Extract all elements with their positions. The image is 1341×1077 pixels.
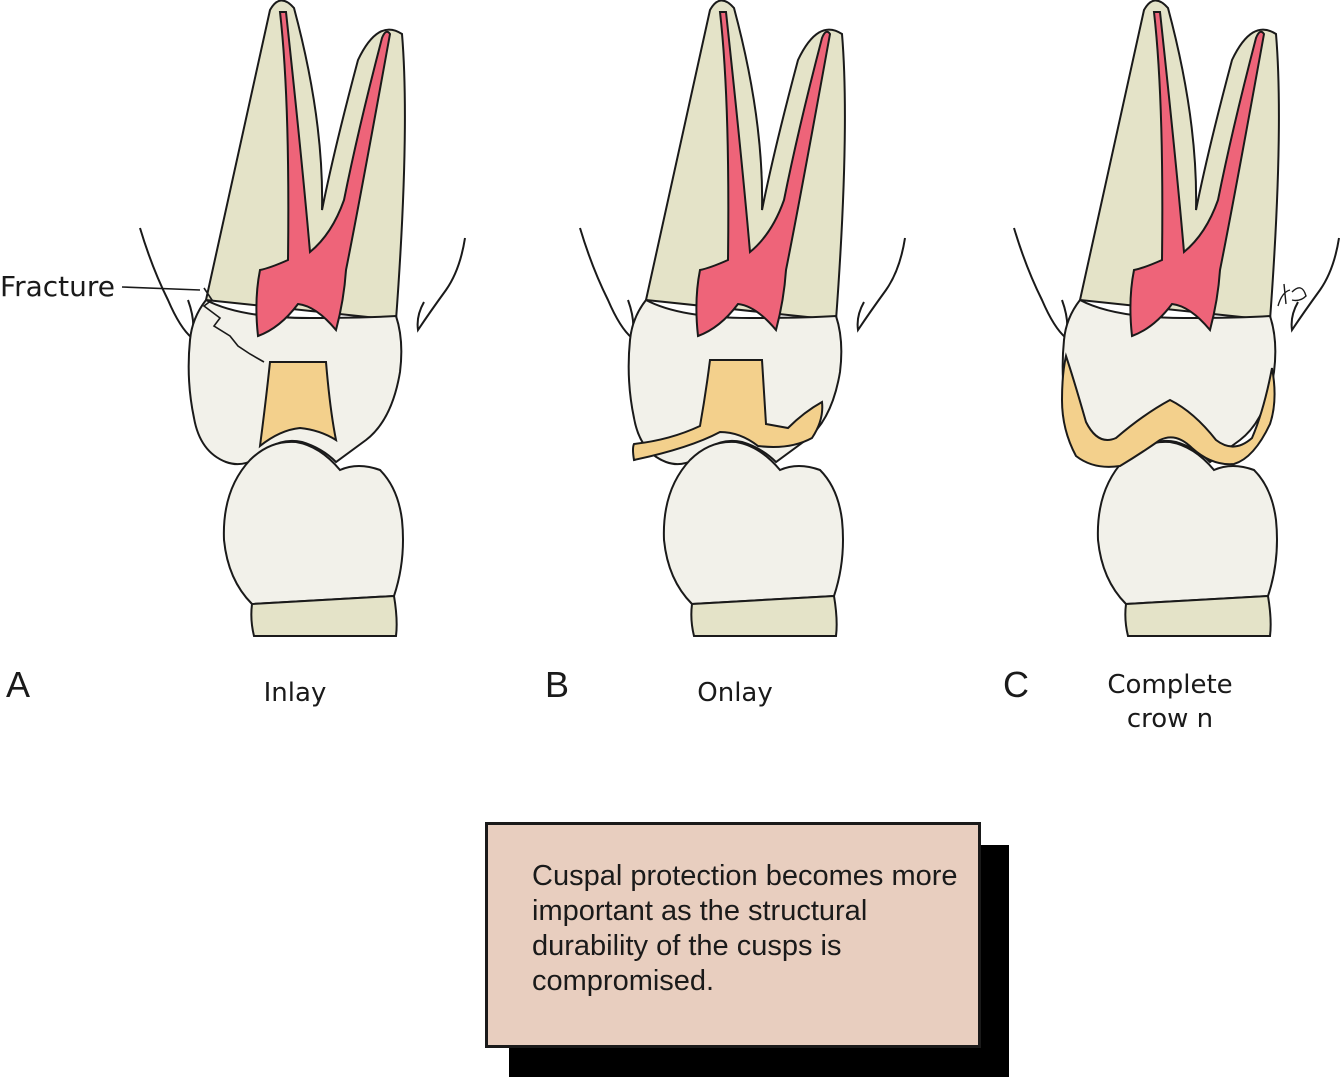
tooth-a (139, 0, 466, 638)
panel-b-letter: B (545, 664, 570, 705)
tooth-c (1013, 0, 1340, 638)
fracture-leader-line (121, 286, 201, 291)
note-box: Cuspal protection becomes more important… (485, 822, 981, 1048)
panel-a-caption: Inlay (263, 678, 327, 708)
panel-a-letter: A (6, 664, 31, 705)
tooth-b (579, 0, 906, 638)
panel-b-caption: Onlay (697, 678, 773, 708)
panel-c-caption: Complete crow n (1107, 670, 1233, 734)
note-text: Cuspal protection becomes more important… (532, 860, 958, 997)
panel-c-letter: C (1003, 664, 1029, 705)
artist-signature (1277, 283, 1307, 307)
fracture-label: Fracture (0, 270, 115, 303)
